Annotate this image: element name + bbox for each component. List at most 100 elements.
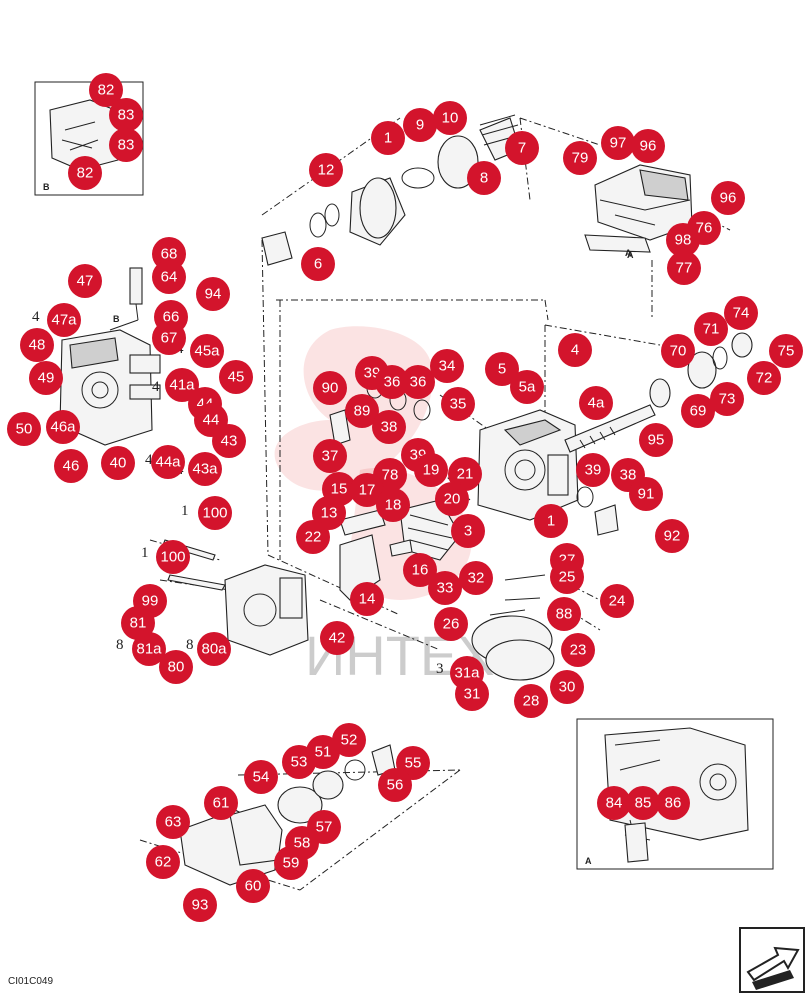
- inset-a-label: A: [627, 250, 634, 260]
- callout-91: 91: [629, 477, 663, 511]
- callout-38: 38: [372, 410, 406, 444]
- callout-number: 9: [416, 117, 424, 134]
- callout-41a: 41a: [165, 368, 199, 402]
- callout-25: 25: [550, 560, 584, 594]
- callout-number: 50: [16, 421, 33, 438]
- callout-number: 5: [498, 361, 506, 378]
- callout-number: 82: [98, 82, 115, 99]
- callout-45a: 45a: [190, 334, 224, 368]
- callout-number: 6: [314, 256, 322, 273]
- callout-34: 34: [430, 349, 464, 383]
- callout-56: 56: [378, 768, 412, 802]
- plain-label: 1: [181, 503, 189, 519]
- callout-number: 49: [38, 370, 55, 387]
- callout-26: 26: [434, 607, 468, 641]
- callout-64: 64: [152, 260, 186, 294]
- callout-number: 53: [291, 754, 308, 771]
- callout-82: 82: [68, 156, 102, 190]
- callout-5a: 5a: [510, 370, 544, 404]
- callout-number: 59: [283, 855, 300, 872]
- callout-number: 25: [559, 569, 576, 586]
- callout-7: 7: [505, 131, 539, 165]
- callout-number: 18: [385, 497, 402, 514]
- callout-number: 43a: [192, 461, 218, 478]
- callout-number: 42: [329, 630, 346, 647]
- callout-number: 8: [480, 170, 488, 187]
- callout-number: 39: [585, 462, 602, 479]
- callout-number: 98: [675, 232, 692, 249]
- callout-13: 13: [312, 496, 346, 530]
- callout-9: 9: [403, 108, 437, 142]
- detail-a-label: A: [585, 856, 592, 866]
- callout-number: 93: [192, 897, 209, 914]
- callout-number: 4: [571, 342, 579, 359]
- callout-14: 14: [350, 582, 384, 616]
- callout-67: 67: [152, 321, 186, 355]
- callout-number: 17: [359, 482, 376, 499]
- inset-b: B: [34, 81, 144, 196]
- callout-80: 80: [159, 650, 193, 684]
- callout-77: 77: [667, 251, 701, 285]
- callout-number: 56: [387, 777, 404, 794]
- callout-number: 47: [77, 273, 94, 290]
- callout-43a: 43a: [188, 452, 222, 486]
- callout-96: 96: [711, 181, 745, 215]
- callout-number: 36: [410, 374, 427, 391]
- callout-1: 1: [534, 504, 568, 538]
- callout-number: 36: [384, 374, 401, 391]
- callout-number: 92: [664, 528, 681, 545]
- callout-100: 100: [156, 540, 190, 574]
- callout-number: 75: [778, 343, 795, 360]
- page-turn-arrow-icon[interactable]: [739, 927, 805, 993]
- inset-a: A: [584, 164, 693, 260]
- callout-20: 20: [435, 482, 469, 516]
- callout-number: 3: [464, 523, 472, 540]
- callout-18: 18: [376, 488, 410, 522]
- callout-46a: 46a: [46, 410, 80, 444]
- callout-60: 60: [236, 869, 270, 903]
- callout-70: 70: [661, 334, 695, 368]
- callout-75: 75: [769, 334, 803, 368]
- callout-16: 16: [403, 553, 437, 587]
- callout-39: 39: [576, 453, 610, 487]
- callout-43: 43: [212, 424, 246, 458]
- callout-number: 14: [359, 591, 376, 608]
- callout-number: 99: [142, 593, 159, 610]
- callout-number: 100: [202, 505, 227, 522]
- callout-81: 81: [121, 606, 155, 640]
- drawing-code: CI01C049: [8, 976, 53, 987]
- plain-label: 4: [145, 452, 153, 468]
- callout-6: 6: [301, 247, 335, 281]
- callout-8: 8: [467, 161, 501, 195]
- callout-number: 54: [253, 769, 270, 786]
- plain-label: 3: [436, 661, 444, 677]
- callout-number: 44a: [155, 454, 181, 471]
- callout-42: 42: [320, 621, 354, 655]
- callout-number: 79: [572, 150, 589, 167]
- callout-22: 22: [296, 520, 330, 554]
- callout-number: 85: [635, 795, 652, 812]
- callout-number: 62: [155, 854, 172, 871]
- callout-number: 46a: [50, 419, 76, 436]
- callout-number: 55: [405, 755, 422, 772]
- callout-80a: 80a: [197, 632, 231, 666]
- callout-number: 46: [63, 458, 80, 475]
- callout-83: 83: [109, 128, 143, 162]
- callout-number: 73: [719, 391, 736, 408]
- callout-number: 16: [412, 562, 429, 579]
- callout-50: 50: [7, 412, 41, 446]
- callout-36: 36: [401, 365, 435, 399]
- callout-52: 52: [332, 723, 366, 757]
- callout-93: 93: [183, 888, 217, 922]
- callout-number: 81a: [136, 641, 162, 658]
- callout-number: 33: [437, 580, 454, 597]
- callout-71: 71: [694, 312, 728, 346]
- callout-number: 35: [450, 396, 467, 413]
- callout-86: 86: [656, 786, 690, 820]
- callout-number: 21: [457, 466, 474, 483]
- callout-4: 4: [558, 333, 592, 367]
- callout-98: 98: [666, 223, 700, 257]
- plain-label: 8: [186, 637, 194, 653]
